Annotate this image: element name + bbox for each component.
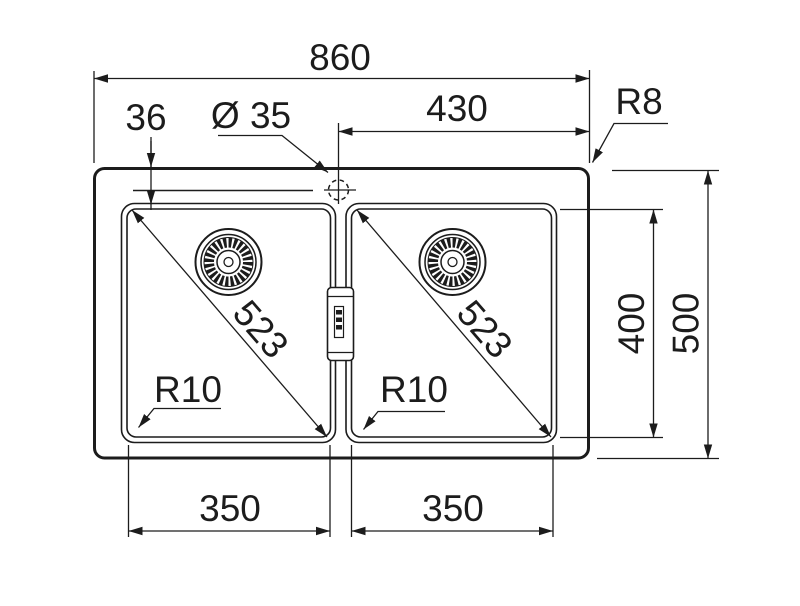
dim-350-right-label: 350 — [422, 488, 484, 529]
drain-center-hole — [223, 256, 234, 268]
divider-control-slot-bar — [336, 325, 342, 330]
dim-d35: Ø 35 — [211, 95, 329, 174]
dim-350-left-label: 350 — [199, 488, 261, 529]
divider-control — [326, 286, 355, 362]
faucet-hole — [324, 179, 356, 201]
dim-860: 860 — [93, 37, 591, 163]
dim-400: 400 — [560, 208, 663, 439]
dim-r10-right-leader — [362, 410, 445, 430]
dim-36-label: 36 — [125, 97, 166, 138]
divider-control-slot-bar — [336, 310, 342, 315]
dim-r10-left: R10 — [137, 369, 222, 428]
dim-350-left: 350 — [127, 445, 331, 537]
dim-36: 36 — [125, 97, 167, 210]
dim-523-left-line — [131, 209, 328, 438]
dim-350-right: 350 — [350, 445, 554, 537]
dim-523-right-line — [356, 209, 552, 438]
dim-500-label: 500 — [666, 293, 707, 355]
dim-r10-left-label: R10 — [154, 369, 222, 410]
dim-r8-label: R8 — [615, 81, 662, 122]
dim-500: 500 — [597, 169, 719, 460]
dim-r10-left-leader — [137, 407, 221, 428]
dim-430-label: 430 — [426, 88, 488, 129]
dim-860-label: 860 — [309, 37, 371, 78]
dim-430: 430 — [337, 88, 590, 204]
dim-d35-label: Ø 35 — [211, 95, 291, 136]
dim-r8-leader — [591, 122, 668, 163]
dim-400-label: 400 — [611, 293, 652, 355]
dim-r10-right-label: R10 — [380, 369, 448, 410]
dim-r8: R8 — [591, 81, 668, 163]
dim-r10-right: R10 — [362, 369, 448, 430]
drain-center-hole — [447, 256, 458, 268]
divider-control-slot-bar — [336, 317, 342, 322]
dim-d35-leader — [218, 134, 329, 174]
